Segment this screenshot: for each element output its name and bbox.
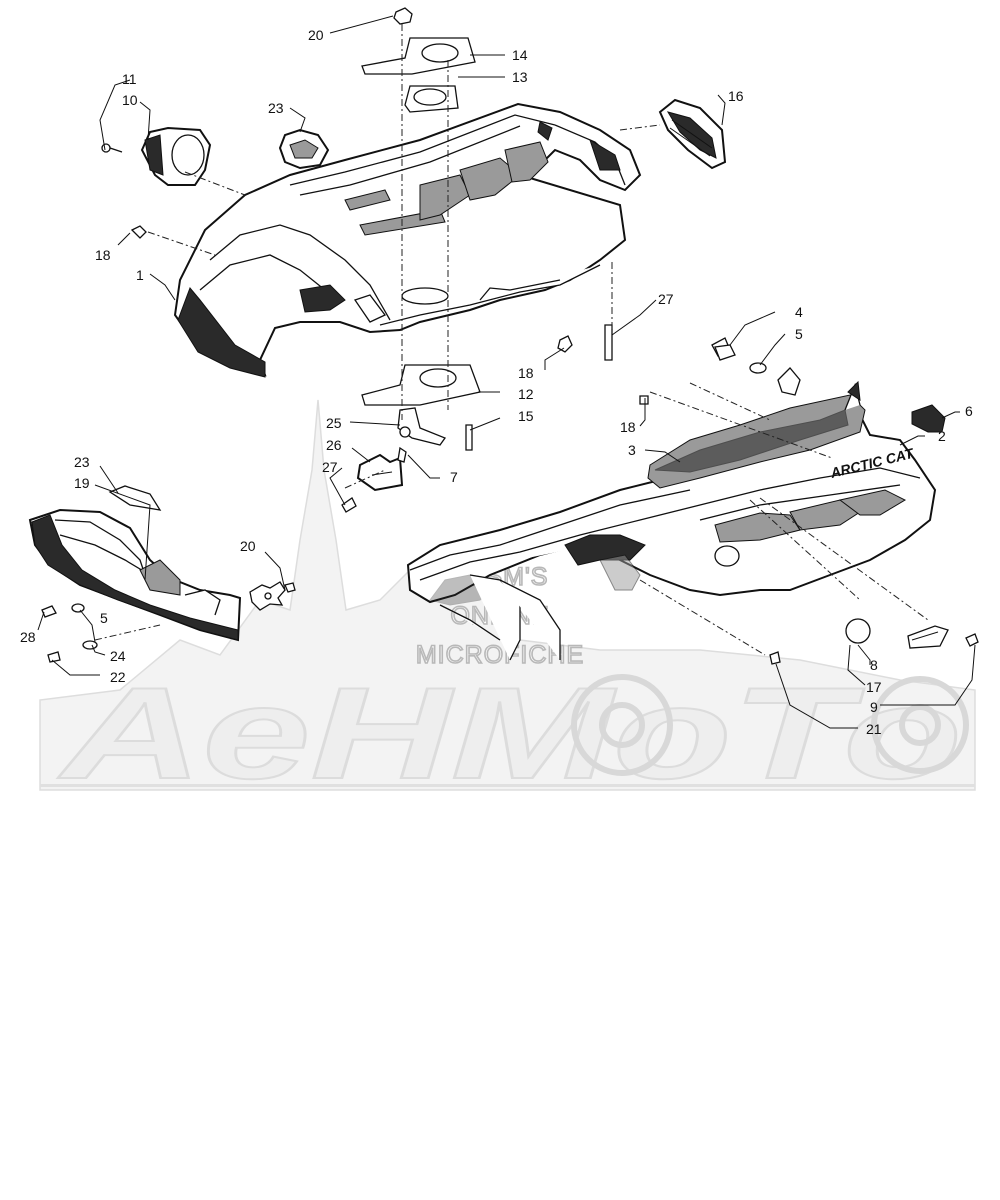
callout-3: 3 bbox=[628, 442, 636, 458]
watermark: AeHMoTo HLSM'S ONLINE MICROFICHE bbox=[39, 399, 976, 807]
cap-part-23-upper bbox=[278, 128, 330, 170]
bolt-part-4 bbox=[714, 344, 767, 374]
callout-17: 17 bbox=[866, 679, 882, 695]
callout-19: 19 bbox=[74, 475, 90, 491]
callout-25: 25 bbox=[326, 415, 342, 431]
washer-part-20-lower bbox=[249, 581, 296, 611]
cap-part-6 bbox=[911, 404, 946, 433]
callout-1: 1 bbox=[136, 267, 144, 283]
callout-23: 23 bbox=[74, 454, 90, 470]
callout-15: 15 bbox=[518, 408, 534, 424]
watermark-skyline bbox=[39, 399, 976, 791]
callout-labels: 20 14 13 11 10 23 16 18 1 27 18 12 15 4 … bbox=[20, 27, 973, 737]
grille-part-16 bbox=[658, 98, 727, 170]
callout-28: 28 bbox=[20, 629, 36, 645]
lower-hardware bbox=[41, 603, 98, 663]
callout-8: 8 bbox=[870, 657, 878, 673]
callout-10: 10 bbox=[122, 92, 138, 108]
callout-23: 23 bbox=[268, 100, 284, 116]
lower-pan-part-19 bbox=[28, 485, 242, 642]
headlight-housing-part-10 bbox=[101, 126, 212, 186]
callout-14: 14 bbox=[512, 47, 528, 63]
rear-body-part-2: ARCTIC CAT bbox=[406, 380, 937, 661]
callout-18: 18 bbox=[95, 247, 111, 263]
reflector-part-17 bbox=[845, 618, 871, 644]
bracket-part-25 bbox=[397, 407, 447, 446]
callout-18: 18 bbox=[620, 419, 636, 435]
callout-20: 20 bbox=[308, 27, 324, 43]
plate-part-8 bbox=[907, 625, 949, 649]
watermark-logo: AeHMoTo bbox=[58, 660, 962, 806]
leader-lines bbox=[37, 15, 976, 729]
mount-plate-part-12 bbox=[361, 364, 481, 406]
callout-6: 6 bbox=[965, 403, 973, 419]
gasket-part-13 bbox=[404, 85, 459, 113]
callout-21: 21 bbox=[866, 721, 882, 737]
callout-27: 27 bbox=[322, 459, 338, 475]
callout-7: 7 bbox=[450, 469, 458, 485]
callout-9: 9 bbox=[870, 699, 878, 715]
callout-12: 12 bbox=[518, 386, 534, 402]
callout-4: 4 bbox=[795, 304, 803, 320]
belly-pan-part-1 bbox=[173, 102, 642, 378]
callout-27: 27 bbox=[658, 291, 674, 307]
callout-16: 16 bbox=[728, 88, 744, 104]
callout-11: 11 bbox=[122, 71, 137, 87]
callout-26: 26 bbox=[326, 437, 342, 453]
nut-part-20-upper bbox=[393, 7, 413, 25]
callout-5: 5 bbox=[100, 610, 108, 626]
callout-2: 2 bbox=[938, 428, 946, 444]
bracket-part-5 bbox=[777, 367, 801, 396]
callout-18: 18 bbox=[518, 365, 534, 381]
mount-plate-part-14 bbox=[361, 37, 476, 75]
callout-5: 5 bbox=[795, 326, 803, 342]
callout-22: 22 bbox=[110, 669, 126, 685]
callout-20: 20 bbox=[240, 538, 256, 554]
clip-part-26 bbox=[356, 453, 404, 492]
callout-13: 13 bbox=[512, 69, 528, 85]
callout-24: 24 bbox=[110, 648, 126, 664]
watermark-wheel bbox=[571, 674, 969, 776]
